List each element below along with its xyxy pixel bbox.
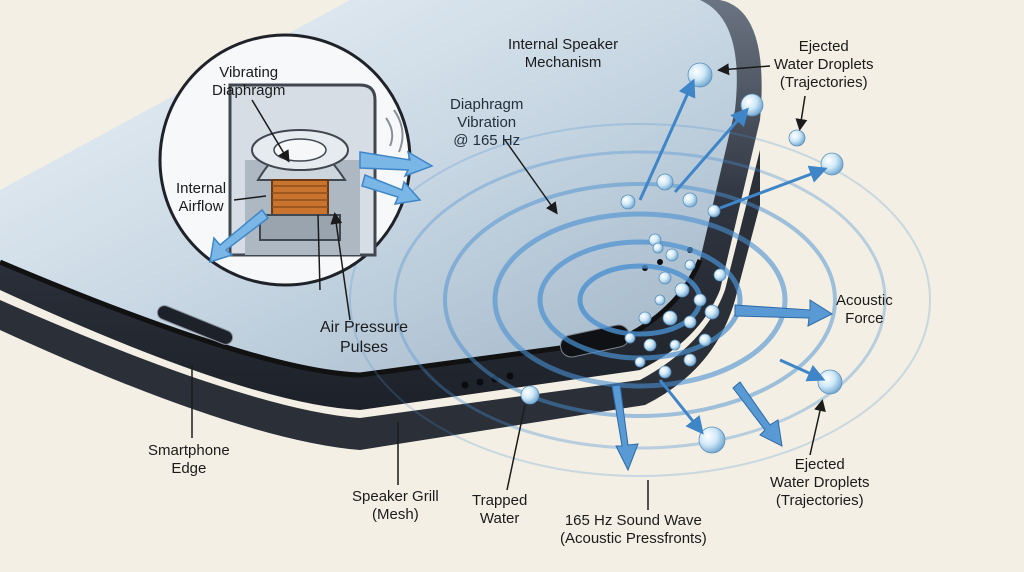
label-internal-airflow: Internal Airflow <box>176 180 226 216</box>
label-sound-wave: 165 Hz Sound Wave (Acoustic Pressfronts) <box>560 512 707 548</box>
label-line: (Trajectories) <box>779 74 868 91</box>
label-speaker-grill: Speaker Grill (Mesh) <box>352 488 439 524</box>
label-line: @ 165 Hz <box>453 132 521 149</box>
label-line: Ejected <box>794 456 845 473</box>
label-line: Internal <box>176 180 227 197</box>
label-line: Smartphone <box>148 442 230 459</box>
label-line: 165 Hz Sound Wave <box>564 512 702 529</box>
label-smartphone-edge: Smartphone Edge <box>148 442 230 478</box>
label-line: Water Droplets <box>770 474 870 491</box>
label-internal-speaker: Internal Speaker Mechanism <box>508 36 618 72</box>
label-line: Vibration <box>457 114 517 131</box>
label-line: Trapped <box>472 492 528 509</box>
label-line: Acoustic <box>836 292 893 309</box>
label-line: Speaker Grill <box>352 488 439 505</box>
label-line: Force <box>845 310 884 327</box>
label-line: Diaphragm <box>212 82 286 99</box>
label-line: (Acoustic Pressfronts) <box>560 530 707 547</box>
label-line: Water <box>479 510 520 527</box>
label-line: Internal Speaker <box>508 36 619 53</box>
label-diaphragm-vibration: Diaphragm Vibration @ 165 Hz <box>450 96 523 150</box>
leader-lines <box>191 63 826 510</box>
label-acoustic-force: Acoustic Force <box>836 292 893 328</box>
acoustic-force-arrows <box>611 299 834 472</box>
label-line: Vibrating <box>219 64 279 81</box>
label-air-pressure-pulses: Air Pressure Pulses <box>320 318 408 358</box>
label-ejected-droplets-top: Ejected Water Droplets (Trajectories) <box>774 38 873 92</box>
label-line: Ejected <box>798 38 849 55</box>
label-ejected-droplets-bottom: Ejected Water Droplets (Trajectories) <box>770 456 869 510</box>
label-line: Water Droplets <box>774 56 874 73</box>
label-trapped-water: Trapped Water <box>472 492 527 528</box>
label-line: Edge <box>171 460 207 477</box>
label-line: Diaphragm <box>450 96 524 113</box>
label-vibrating-diaphragm: Vibrating Diaphragm <box>212 64 285 100</box>
label-line: Air Pressure <box>320 319 409 336</box>
label-line: (Trajectories) <box>775 492 864 509</box>
label-line: (Mesh) <box>372 506 419 523</box>
label-line: Pulses <box>340 339 389 356</box>
label-line: Mechanism <box>524 54 602 71</box>
label-line: Airflow <box>178 198 224 215</box>
droplet-trajectories <box>638 78 828 435</box>
